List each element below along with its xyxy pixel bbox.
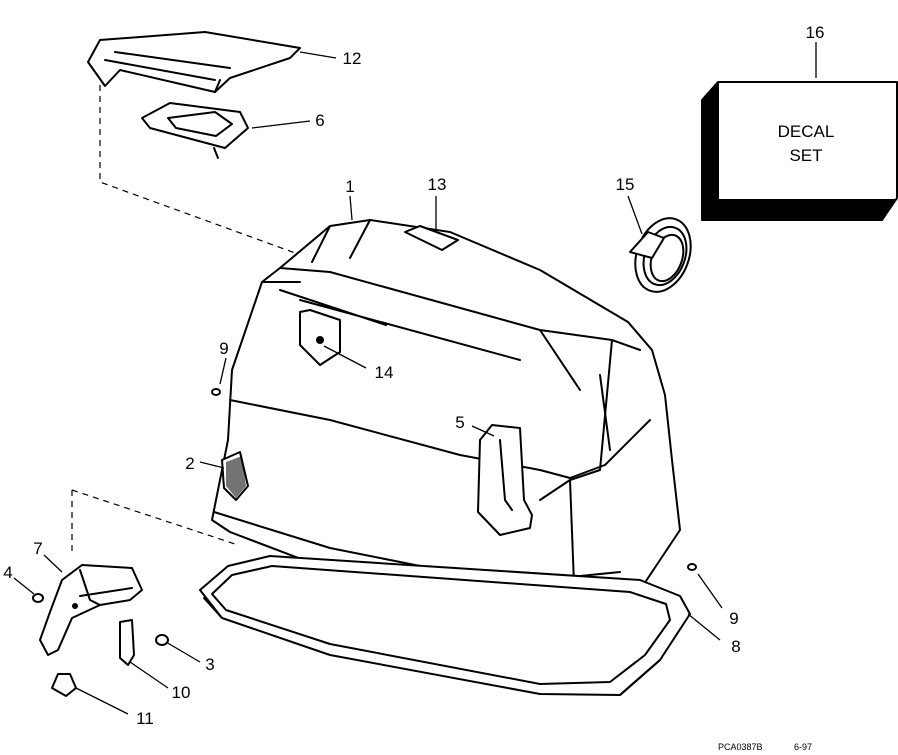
part-16-decal-set: DECAL SET — [701, 81, 898, 221]
drawing-code: PCA0387B — [718, 742, 763, 752]
part-13-top-plate — [404, 225, 459, 251]
part-4-nut — [32, 593, 44, 603]
part-3-bushing — [155, 634, 169, 646]
callout-12: 12 — [343, 49, 362, 68]
drawing-date: 6-97 — [794, 742, 812, 752]
callout-9-lower: 9 — [729, 609, 738, 628]
leader-lines — [13, 42, 817, 715]
part-14-latch — [299, 309, 341, 366]
decal-label-line2: SET — [789, 146, 822, 165]
callout-6: 6 — [315, 111, 324, 130]
callout-13: 13 — [428, 175, 447, 194]
part-9-screw-right — [687, 563, 697, 571]
part-10-clip — [119, 619, 135, 666]
callout-14: 14 — [375, 363, 394, 382]
callout-16: 16 — [806, 23, 825, 42]
callout-3: 3 — [205, 655, 214, 674]
part-8-pan-seal — [199, 555, 691, 696]
part-5-side-latch — [477, 424, 533, 536]
alignment-lines — [71, 85, 321, 555]
part-9-screw-left — [211, 388, 221, 396]
callout-9-upper: 9 — [219, 339, 228, 358]
callout-5: 5 — [455, 413, 464, 432]
part-6-handle — [141, 102, 249, 159]
part-1-motor-cover — [211, 219, 681, 615]
callout-1: 1 — [345, 177, 354, 196]
callout-labels: 1 2 3 4 5 6 7 8 9 9 10 11 12 13 14 15 16 — [3, 23, 824, 728]
callout-10: 10 — [172, 683, 191, 702]
part-11-grommet — [51, 673, 77, 697]
decal-label-line1: DECAL — [778, 122, 835, 141]
part-7-bracket — [39, 564, 143, 656]
callout-4: 4 — [3, 563, 12, 582]
callout-2: 2 — [185, 454, 194, 473]
callout-11: 11 — [136, 709, 154, 728]
callout-8: 8 — [731, 637, 740, 656]
callout-7: 7 — [33, 539, 42, 558]
callout-15: 15 — [616, 175, 635, 194]
part-15-harness — [629, 217, 692, 293]
part-12-top-cover — [87, 31, 301, 93]
part-2-seal — [221, 451, 249, 501]
